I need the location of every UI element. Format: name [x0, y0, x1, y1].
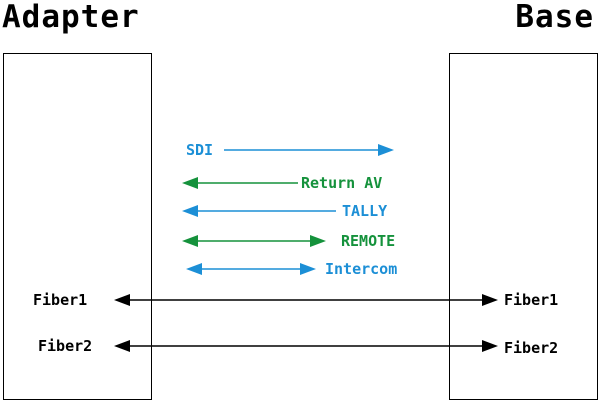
signal-arrow-sdi [224, 144, 394, 156]
signal-arrow-intercom [186, 263, 316, 275]
signal-label-sdi: SDI [186, 141, 213, 159]
signal-label-remote: REMOTE [341, 232, 395, 250]
fiber1-right-label: Fiber1 [504, 291, 558, 309]
fiber2-link [114, 340, 498, 352]
fiber2-right-label: Fiber2 [504, 339, 558, 357]
signal-arrow-tally [182, 205, 336, 217]
signal-arrow-remote [182, 235, 326, 247]
signal-label-intercom: Intercom [325, 260, 397, 278]
fiber1-link [114, 294, 498, 306]
fiber1-left-label: Fiber1 [33, 291, 87, 309]
signal-label-tally: TALLY [342, 202, 387, 220]
base-title: Base [515, 0, 594, 35]
signal-label-return-av: Return AV [301, 174, 382, 192]
base-box [449, 53, 598, 400]
fiber2-left-label: Fiber2 [38, 337, 92, 355]
adapter-title: Adapter [2, 0, 140, 35]
signal-arrow-return-av [182, 177, 298, 189]
